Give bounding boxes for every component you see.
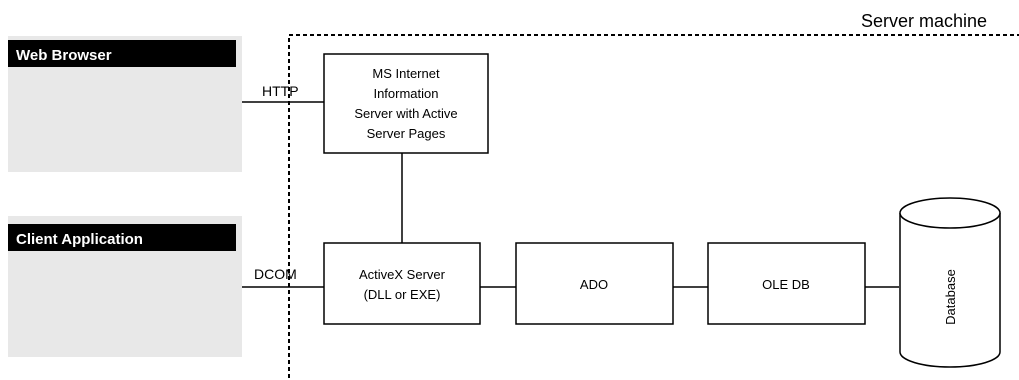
activex-server-box <box>323 242 481 325</box>
client-application-header <box>8 224 236 251</box>
ole-db-label: OLE DB <box>762 277 810 292</box>
database-label: Database <box>943 269 958 325</box>
ado-label: ADO <box>580 277 608 292</box>
iis-box <box>323 53 489 154</box>
iis-line-1: MS Internet <box>372 66 440 81</box>
web-browser-header <box>8 40 236 67</box>
client-application-title: Client Application <box>16 231 143 248</box>
ado-box <box>515 242 674 325</box>
database-cylinder-top <box>899 197 1001 229</box>
iis-line-2: Information <box>373 86 438 101</box>
ole-db-box <box>707 242 866 325</box>
web-browser-panel: Web Browser <box>8 36 242 172</box>
iis-line-3: Server with Active <box>354 106 457 121</box>
database-cylinder: Database <box>899 197 1001 368</box>
server-machine-label: Server machine <box>861 11 987 31</box>
iis-line-4: Server Pages <box>367 126 446 141</box>
dcom-label: DCOM <box>254 266 297 282</box>
client-application-panel: Client Application <box>8 216 242 357</box>
server-machine-boundary <box>288 34 1019 378</box>
web-browser-title: Web Browser <box>16 47 112 64</box>
activex-line-2: (DLL or EXE) <box>364 287 441 302</box>
database-cylinder-body <box>899 213 1001 368</box>
http-label: HTTP <box>262 83 299 99</box>
activex-line-1: ActiveX Server <box>359 267 446 282</box>
